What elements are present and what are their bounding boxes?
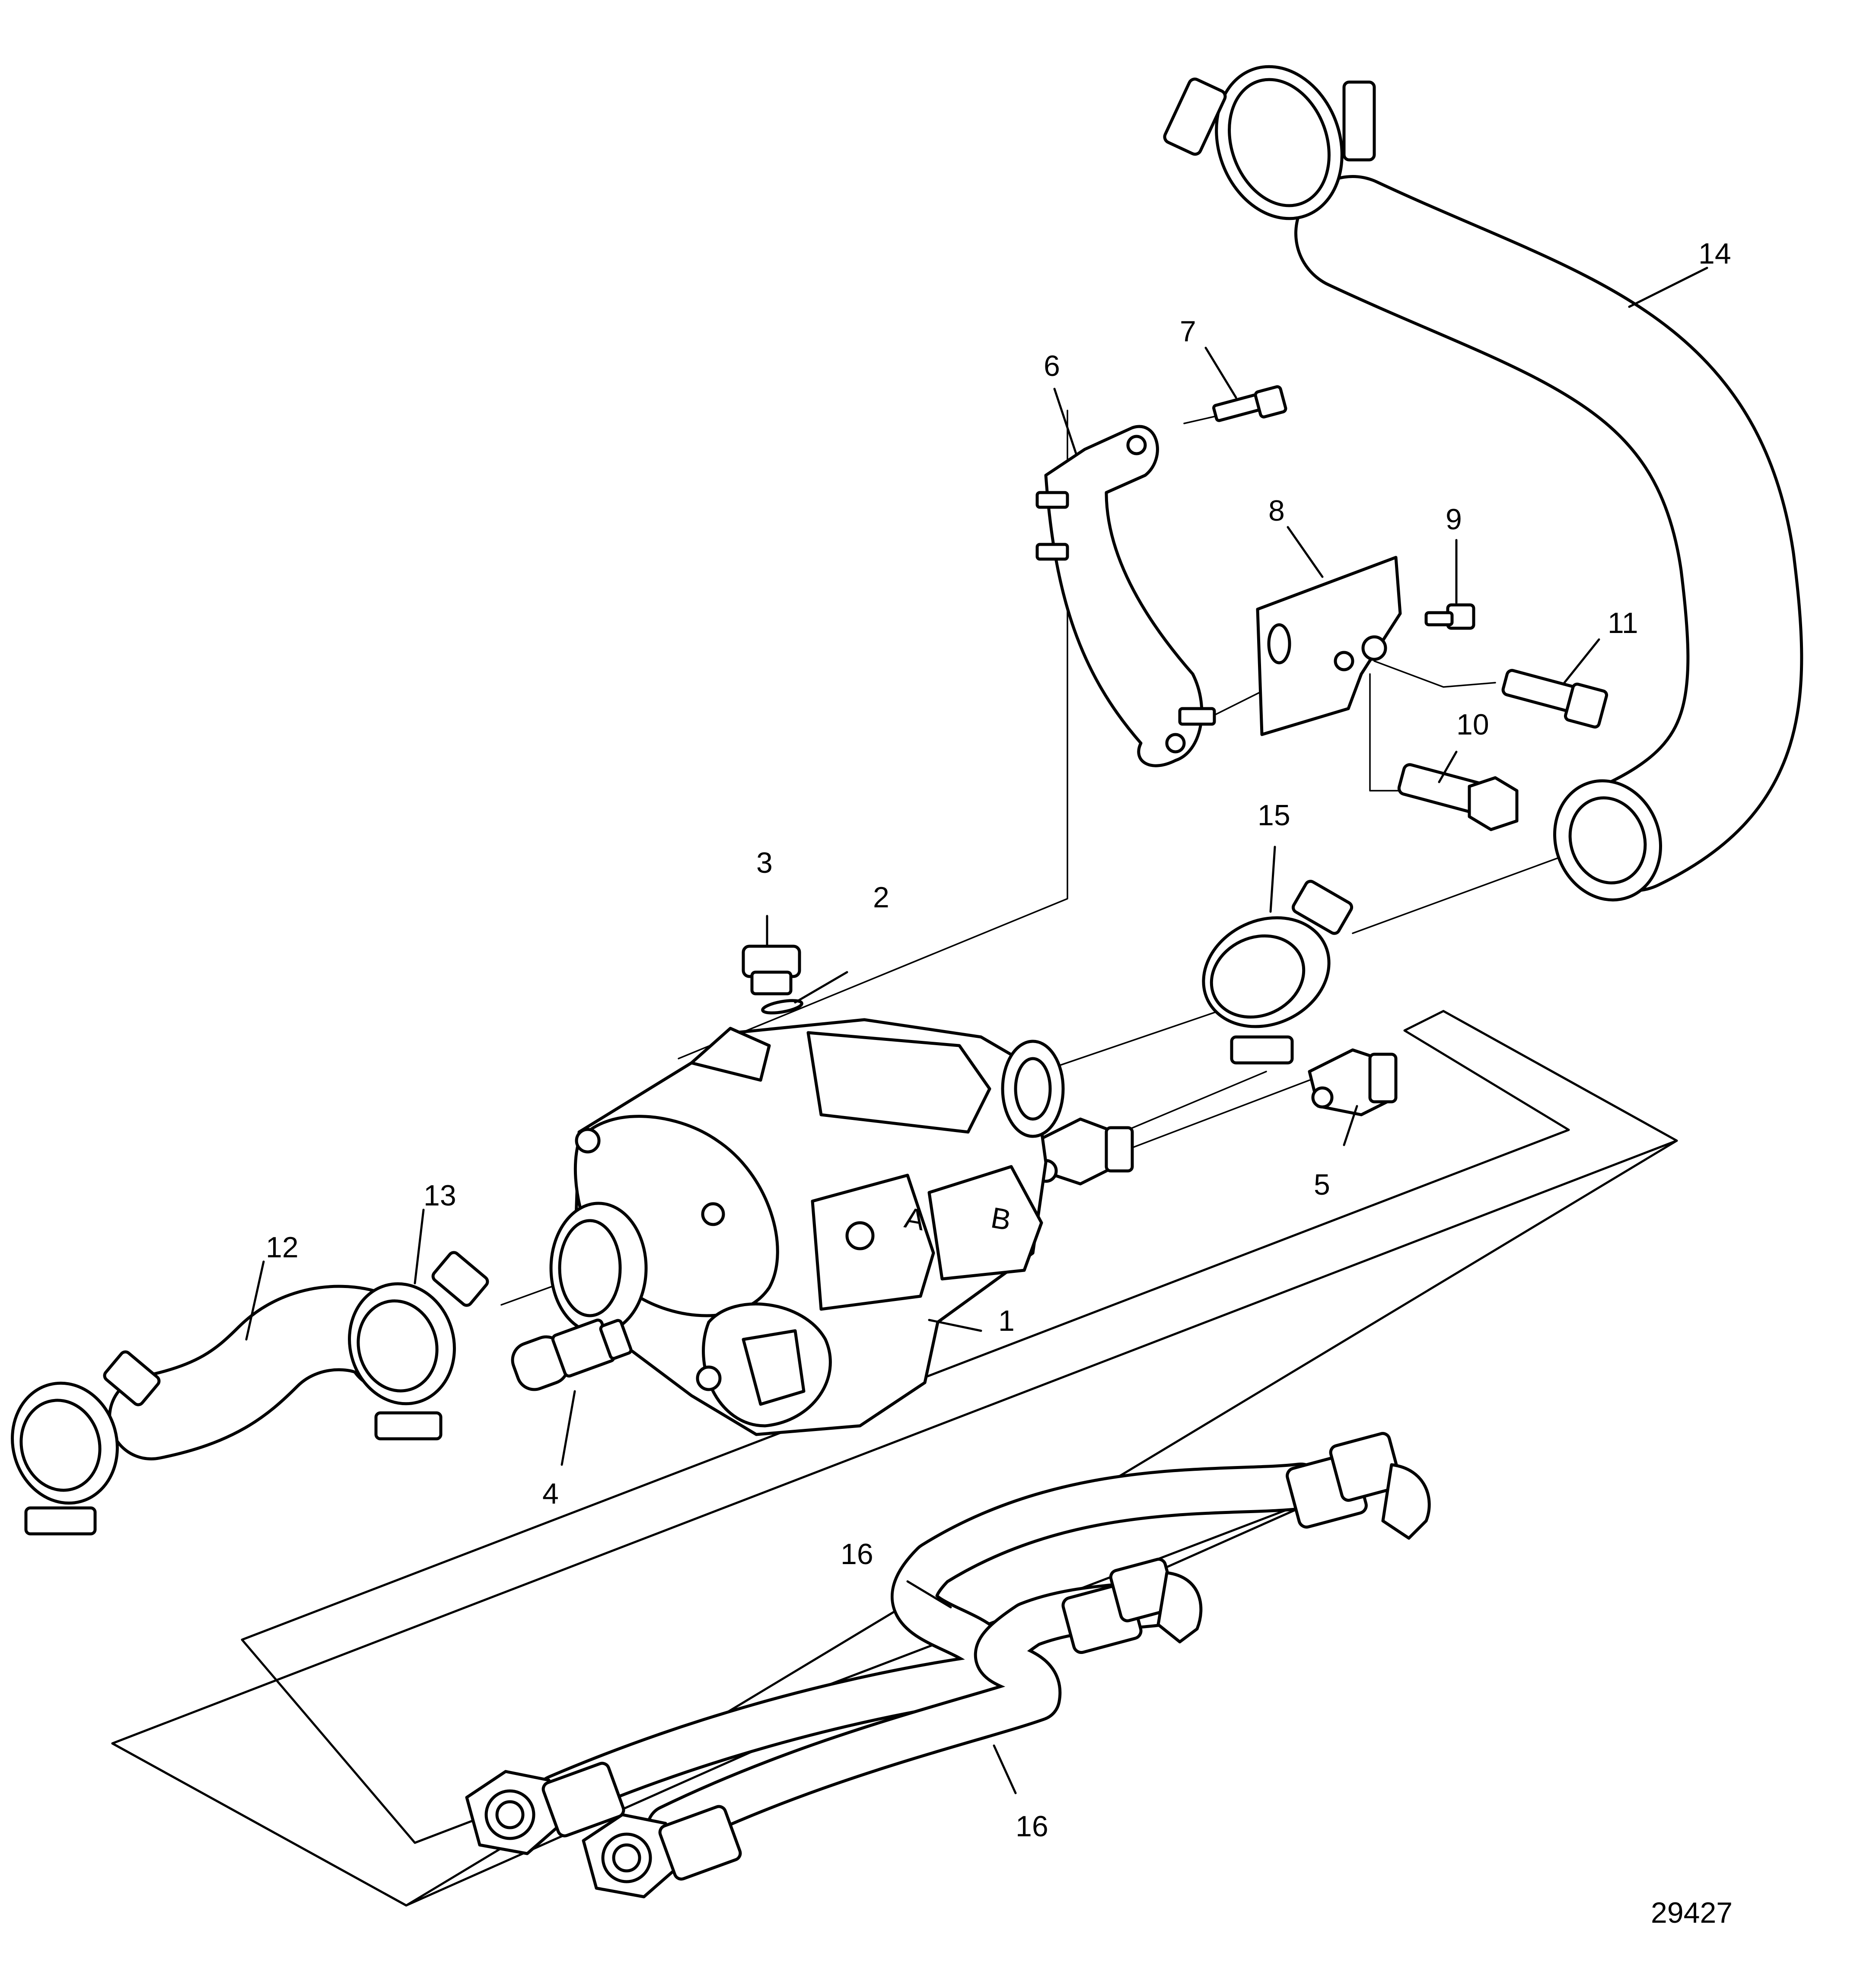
hose-16-upper xyxy=(534,1432,1431,1821)
bracket-6 xyxy=(1035,425,1216,767)
callout-labels: 1 2 3 4 5 6 7 8 9 10 11 12 13 14 15 16 1… xyxy=(266,237,1731,1843)
left-end-clamp xyxy=(11,1350,161,1536)
washer-2 xyxy=(761,999,803,1015)
bolt-11 xyxy=(1501,669,1608,729)
housing-fitting xyxy=(1034,1117,1134,1186)
top-hose-clamp xyxy=(1163,65,1376,220)
callout-16-upper: 16 xyxy=(841,1538,873,1571)
callout-3: 3 xyxy=(756,846,773,879)
callout-11: 11 xyxy=(1608,607,1638,639)
callout-4: 4 xyxy=(542,1477,559,1510)
clamp-15 xyxy=(1202,880,1354,1065)
thermostat-housing-1: A B xyxy=(549,1018,1065,1436)
bolt-10 xyxy=(1397,763,1519,831)
hose-14 xyxy=(1294,175,1803,902)
hose-16-end-nuts xyxy=(465,1762,742,1899)
fitting-4 xyxy=(511,1318,633,1391)
bolt-9 xyxy=(1424,603,1475,630)
plug-3 xyxy=(742,945,801,995)
fitting-5 xyxy=(1308,1048,1398,1116)
callout-8: 8 xyxy=(1268,494,1285,527)
callout-12: 12 xyxy=(266,1231,299,1264)
callout-13: 13 xyxy=(424,1179,456,1212)
plate-8 xyxy=(1256,556,1402,736)
callout-16-lower: 16 xyxy=(1016,1810,1048,1843)
callout-10: 10 xyxy=(1456,708,1489,741)
callout-leaders xyxy=(245,267,1708,1794)
callout-1: 1 xyxy=(998,1304,1015,1337)
callout-14: 14 xyxy=(1698,237,1731,270)
bolt-7 xyxy=(1212,385,1287,422)
figure-number: 29427 xyxy=(1651,1896,1733,1929)
hose-16-lower xyxy=(646,1558,1203,1851)
clamp-13 xyxy=(348,1251,489,1441)
callout-5: 5 xyxy=(1314,1168,1330,1201)
callout-15: 15 xyxy=(1258,799,1290,832)
callout-7: 7 xyxy=(1180,315,1196,348)
callout-6: 6 xyxy=(1044,350,1060,382)
callout-9: 9 xyxy=(1446,503,1462,536)
callout-2: 2 xyxy=(873,881,889,914)
